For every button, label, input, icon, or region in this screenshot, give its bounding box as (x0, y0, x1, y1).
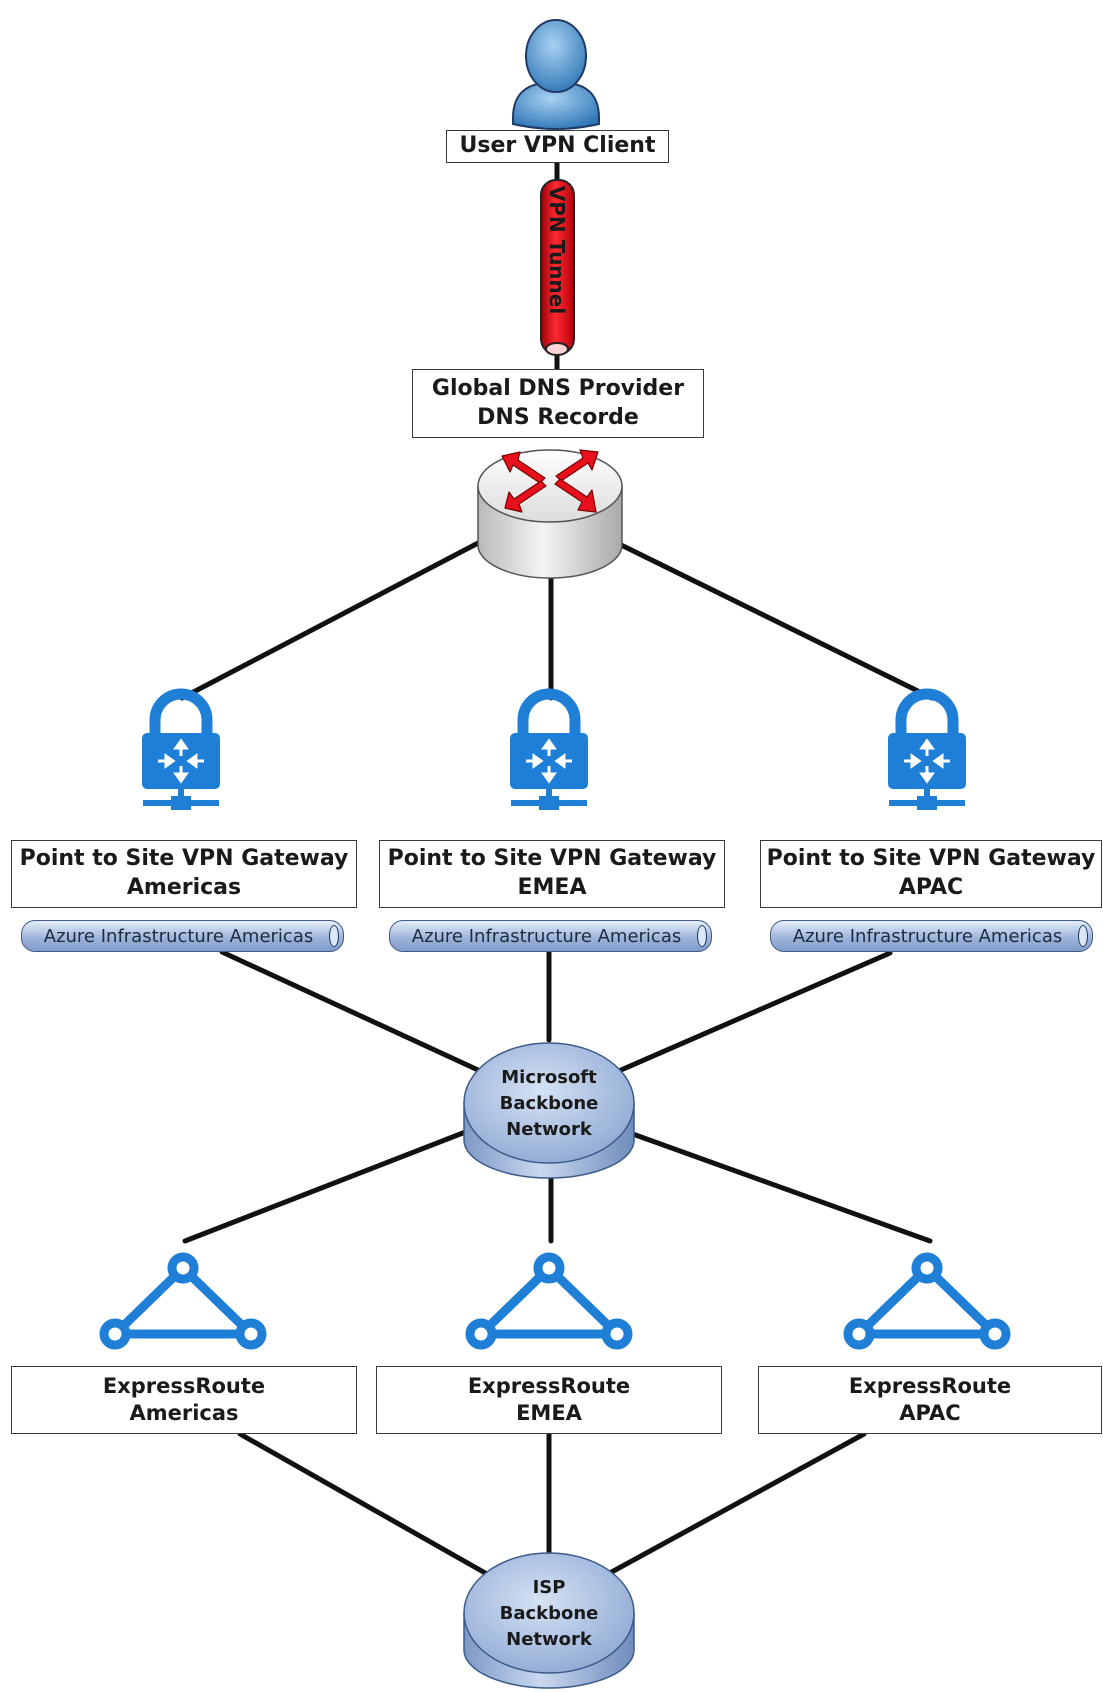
er-apac-line1: ExpressRoute (848, 1373, 1012, 1398)
ms-backbone-line3: Network (506, 1119, 592, 1141)
er-emea-line1: ExpressRoute (467, 1373, 631, 1398)
router-icon (477, 449, 623, 579)
vpn-gateway-americas-box: Point to Site VPN Gateway Americas (11, 840, 357, 908)
dns-line2: DNS Recorde (477, 404, 639, 430)
line-router-to-gw-apac (612, 539, 935, 701)
line-infra-americas-to-ms (219, 949, 481, 1073)
expressroute-emea-box: ExpressRoute EMEA (376, 1366, 722, 1434)
pipe-end-cap (697, 925, 707, 947)
expressroute-triangle-icon (465, 1252, 633, 1350)
isp-backbone-line2: Backbone (499, 1602, 599, 1624)
infra-emea-text: Azure Infrastructure Americas (411, 925, 682, 947)
vpn-tunnel-tube (540, 179, 575, 356)
line-er-apac-to-isp (605, 1431, 867, 1577)
vpn-gateway-lock-icon (142, 688, 220, 810)
infra-americas-text: Azure Infrastructure Americas (43, 925, 314, 947)
er-apac-line2: APAC (899, 1401, 961, 1425)
er-americas-line1: ExpressRoute (102, 1373, 266, 1398)
line-ms-to-er-apac (627, 1130, 933, 1244)
azure-infrastructure-pill-emea: Azure Infrastructure Americas (389, 920, 712, 952)
isp-backbone-line3: Network (506, 1629, 592, 1651)
pipe-end-cap (1078, 925, 1088, 947)
line-er-americas-to-isp (237, 1431, 490, 1577)
azure-infrastructure-pill-apac: Azure Infrastructure Americas (770, 920, 1093, 952)
microsoft-backbone-label: Microsoft Backbone Network (464, 1062, 634, 1146)
pipe-end-cap (329, 925, 339, 947)
isp-backbone-line1: ISP (532, 1576, 566, 1598)
gateway-emea-line2: EMEA (517, 875, 587, 900)
line-infra-apac-to-ms (618, 950, 893, 1073)
ms-backbone-line2: Backbone (499, 1092, 599, 1114)
microsoft-backbone-cylinder-icon (463, 1042, 635, 1179)
expressroute-apac-box: ExpressRoute APAC (758, 1366, 1102, 1434)
er-americas-line2: Americas (129, 1401, 239, 1425)
isp-backbone-label: ISP Backbone Network (464, 1572, 634, 1656)
infra-apac-text: Azure Infrastructure Americas (792, 925, 1063, 947)
line-router-to-gw-americas (179, 538, 485, 701)
connection-lines (179, 159, 935, 1577)
vpn-gateway-lock-icon (888, 688, 966, 810)
line-ms-to-er-americas (182, 1128, 471, 1244)
expressroute-triangle-icon (843, 1252, 1011, 1350)
ms-backbone-line1: Microsoft (501, 1066, 597, 1088)
gateway-apac-line2: APAC (898, 875, 964, 900)
user-vpn-client-label: User VPN Client (446, 130, 669, 163)
azure-infrastructure-pill-americas: Azure Infrastructure Americas (21, 920, 344, 952)
gateway-apac-line1: Point to Site VPN Gateway (766, 846, 1096, 872)
vpn-gateway-lock-icon (510, 688, 588, 810)
user-icon (512, 19, 600, 130)
vpn-gateway-emea-box: Point to Site VPN Gateway EMEA (379, 840, 725, 908)
gateway-emea-line1: Point to Site VPN Gateway (387, 846, 717, 872)
expressroute-triangle-icon (99, 1252, 267, 1350)
isp-backbone-cylinder-icon (463, 1552, 635, 1689)
gateway-americas-line1: Point to Site VPN Gateway (19, 846, 349, 872)
er-emea-line2: EMEA (516, 1401, 582, 1425)
expressroute-americas-box: ExpressRoute Americas (11, 1366, 357, 1434)
gateway-americas-line2: Americas (126, 875, 242, 900)
global-dns-provider-box: Global DNS Provider DNS Recorde (412, 369, 704, 438)
dns-line1: Global DNS Provider (431, 375, 685, 401)
user-vpn-client-text: User VPN Client (459, 133, 656, 159)
vpn-gateway-apac-box: Point to Site VPN Gateway APAC (760, 840, 1102, 908)
